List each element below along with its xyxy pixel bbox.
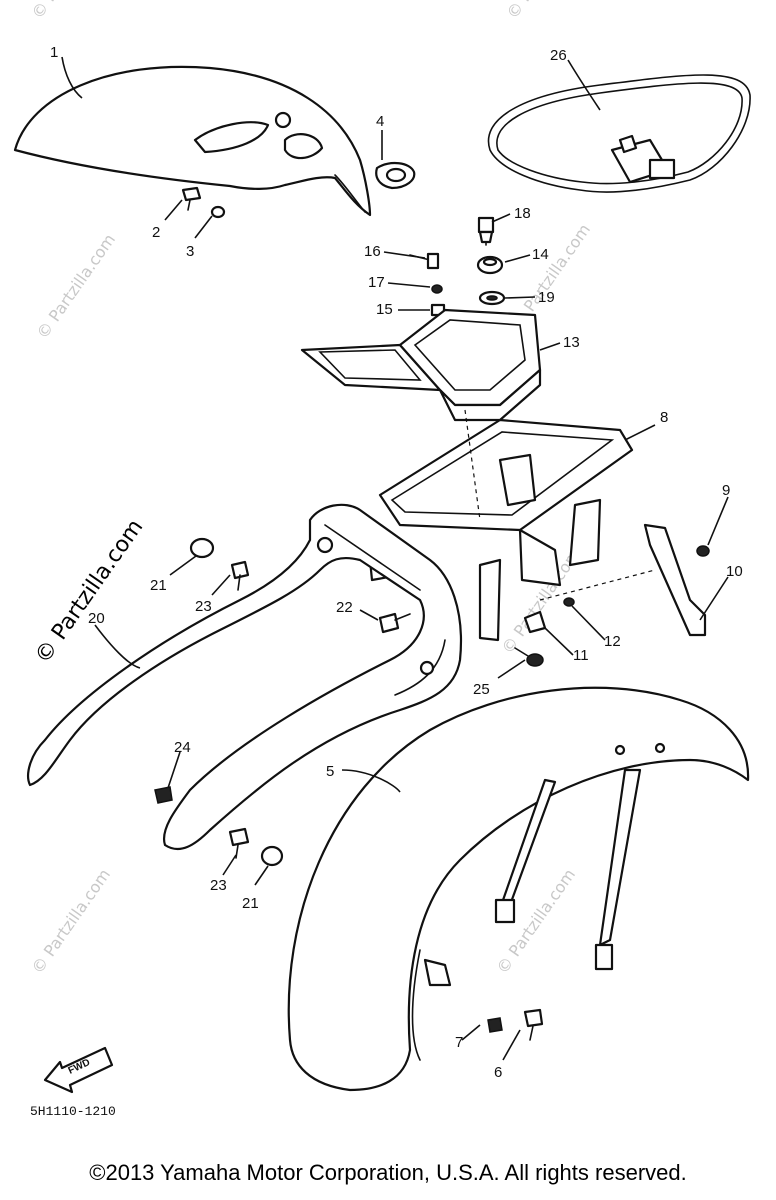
part-21-cap-lower: [260, 845, 284, 867]
part-23-bolt-lower: [228, 827, 250, 859]
watermark: © Partzilla.com: [33, 230, 119, 342]
callout-15: 15: [376, 301, 393, 318]
callout-2: 2: [152, 224, 160, 241]
part-6-bolt: [523, 1008, 544, 1041]
watermark: © Partzilla.com: [28, 865, 114, 977]
callout-21: 21: [150, 577, 167, 594]
part-8-frame: [368, 409, 656, 642]
part-14-nut: [476, 255, 504, 275]
part-24-nut: [154, 786, 173, 804]
part-21-cap: [189, 537, 215, 559]
callout-9: 9: [722, 482, 730, 499]
callout-numbers: 1 2 3 4 5 6 7 8 9 10 11 12 13 14 15 16 1…: [50, 44, 743, 1081]
callout-22: 22: [336, 599, 353, 616]
watermark-dark: © Partzilla.com: [30, 515, 148, 668]
callout-13: 13: [563, 334, 580, 351]
callout-3: 3: [186, 243, 194, 260]
callout-24: 24: [174, 739, 191, 756]
part-18-valve: [477, 216, 495, 246]
callout-20: 20: [88, 610, 105, 627]
callout-1: 1: [50, 44, 58, 61]
callout-23-lower: 23: [210, 877, 227, 894]
fwd-arrow-icon: FWD: [43, 1046, 114, 1094]
part-17-nut: [431, 284, 443, 294]
part-23-bolt: [230, 560, 250, 591]
part-9-nut: [696, 545, 710, 557]
callout-12: 12: [604, 633, 621, 650]
part-10-bracket: [643, 523, 707, 637]
copyright-footer: ©2013 Yamaha Motor Corporation, U.S.A. A…: [89, 1160, 687, 1185]
watermark: © Partzilla.com: [28, 0, 114, 22]
callout-4: 4: [376, 113, 384, 130]
part-20-rail: [27, 503, 462, 851]
part-2-bolt: [181, 186, 202, 211]
part-1-fender-cover: [13, 65, 372, 217]
part-7-nut: [487, 1017, 503, 1033]
part-22-bolt: [378, 612, 411, 634]
callout-10: 10: [726, 563, 743, 580]
part-4-grommet: [375, 162, 416, 190]
callout-16: 16: [364, 243, 381, 260]
callout-7: 7: [455, 1034, 463, 1051]
part-13-tray: [300, 308, 542, 422]
callout-25: 25: [473, 681, 490, 698]
callout-11: 11: [573, 647, 589, 664]
callout-14: 14: [532, 246, 549, 263]
callout-23: 23: [195, 598, 212, 615]
part-19-washer: [478, 290, 506, 306]
leader-lines: [61, 56, 729, 1061]
part-3-washer: [210, 205, 226, 219]
callout-18: 18: [514, 205, 531, 222]
callout-17: 17: [368, 274, 385, 291]
drawing-code: 5H1110-1210: [30, 1104, 116, 1119]
callout-26: 26: [550, 47, 567, 64]
part-25-bolt: [514, 647, 544, 667]
callout-21-lower: 21: [242, 895, 259, 912]
watermark: © Partzilla.com: [503, 0, 589, 22]
part-12-nut: [563, 597, 575, 607]
part-5-front-fender: [287, 686, 750, 1092]
callout-6: 6: [494, 1064, 502, 1081]
callout-5: 5: [326, 763, 334, 780]
part-26-harness: [487, 74, 751, 193]
callout-8: 8: [660, 409, 668, 426]
callout-19: 19: [538, 289, 555, 306]
